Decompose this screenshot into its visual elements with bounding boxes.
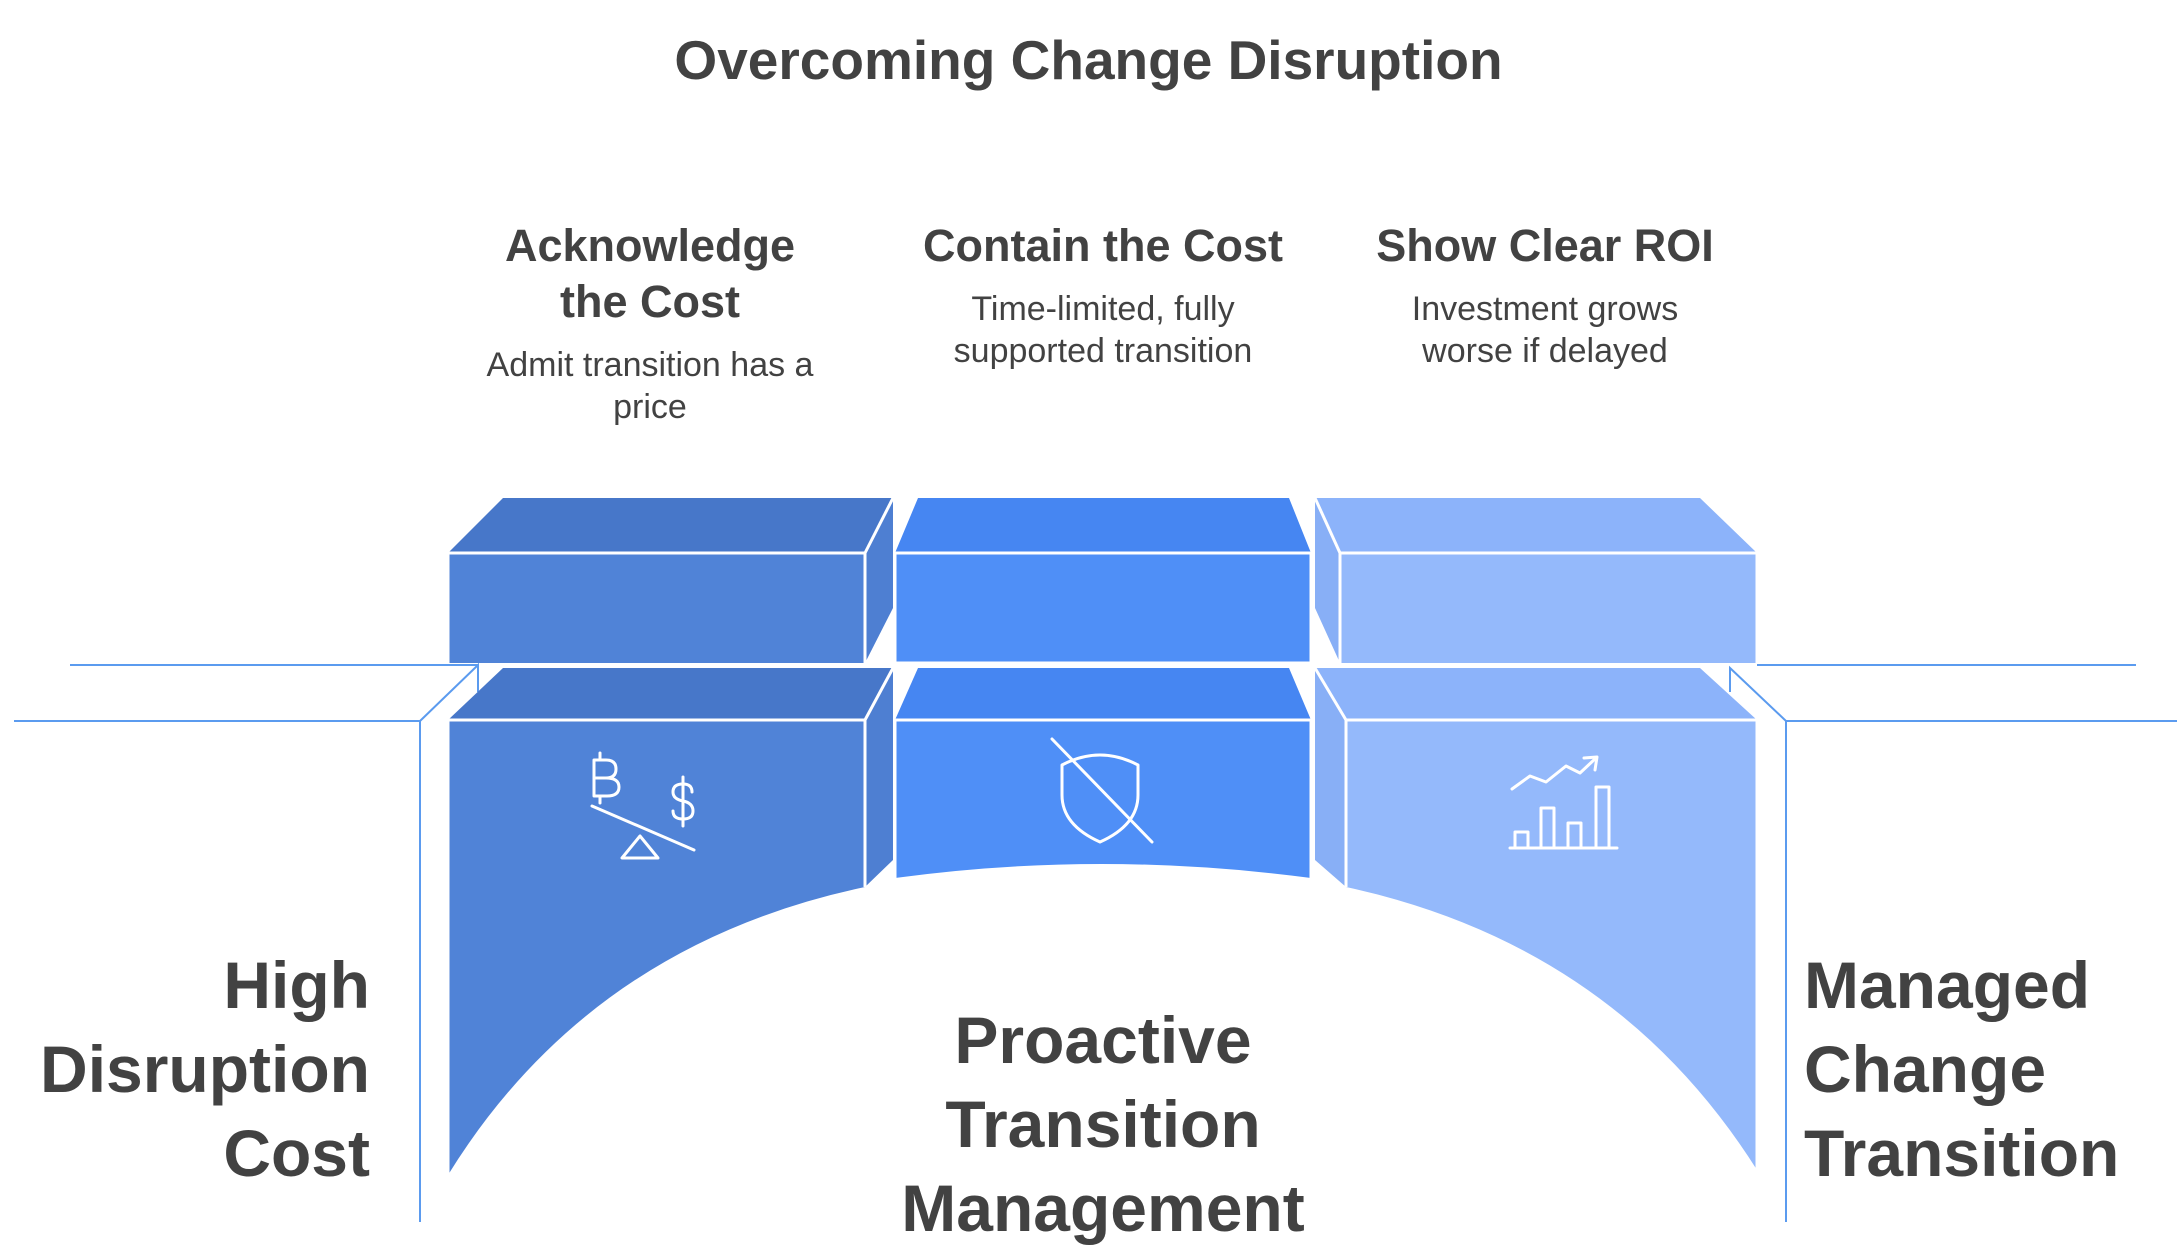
step-contain: Contain the Cost Time-limited, fully sup… [880, 218, 1326, 372]
step-contain-title: Contain the Cost [923, 220, 1283, 271]
arch-block-3 [1313, 667, 1759, 1170]
arch-block-2 [893, 668, 1313, 878]
top-block-3 [1313, 497, 1759, 663]
left-label: High Disruption Cost [40, 948, 370, 1190]
growth-chart-icon [1508, 755, 1619, 850]
page-title: Overcoming Change Disruption [674, 29, 1503, 91]
arch-block-1 [446, 667, 895, 1175]
step-contain-description: Time-limited, fully supported transition [953, 290, 1253, 370]
step-roi: Show Clear ROI Investment grows worse if… [1325, 218, 1765, 372]
top-block-1 [446, 497, 895, 663]
left-bank-corner [419, 662, 479, 722]
shield-off-icon [1050, 737, 1154, 844]
step-roi-title: Show Clear ROI [1376, 220, 1714, 271]
step-acknowledge: Acknowledge the Cost Admit transition ha… [430, 218, 870, 428]
balance-scale-crypto-dollar-icon [590, 751, 696, 860]
right-label: Managed Change Transition [1804, 948, 2120, 1190]
top-block-2 [893, 498, 1313, 665]
step-roi-description: Investment grows worse if delayed [1411, 290, 1679, 370]
center-label: Proactive Transition Management [901, 1003, 1305, 1245]
step-acknowledge-description: Admit transition has a price [486, 346, 814, 426]
right-bank-corner [1729, 665, 1787, 722]
step-acknowledge-title: Acknowledge the Cost [504, 220, 796, 327]
